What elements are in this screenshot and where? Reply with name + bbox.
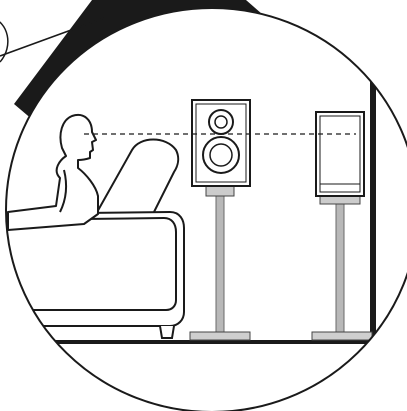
front-speaker-stand-top bbox=[206, 186, 234, 196]
rear-speaker-stand-base bbox=[312, 332, 372, 340]
front-speaker-stand-base bbox=[190, 332, 250, 340]
front-speaker-stand-pole bbox=[216, 186, 224, 334]
wall-edge bbox=[370, 80, 376, 342]
floor-line bbox=[0, 340, 407, 344]
sofa-leg bbox=[160, 326, 174, 338]
rear-speaker-cabinet bbox=[316, 112, 364, 196]
rear-speaker-stand-pole bbox=[336, 196, 344, 334]
front-speaker-tweeter bbox=[209, 110, 233, 134]
front-speaker-woofer bbox=[203, 137, 239, 173]
